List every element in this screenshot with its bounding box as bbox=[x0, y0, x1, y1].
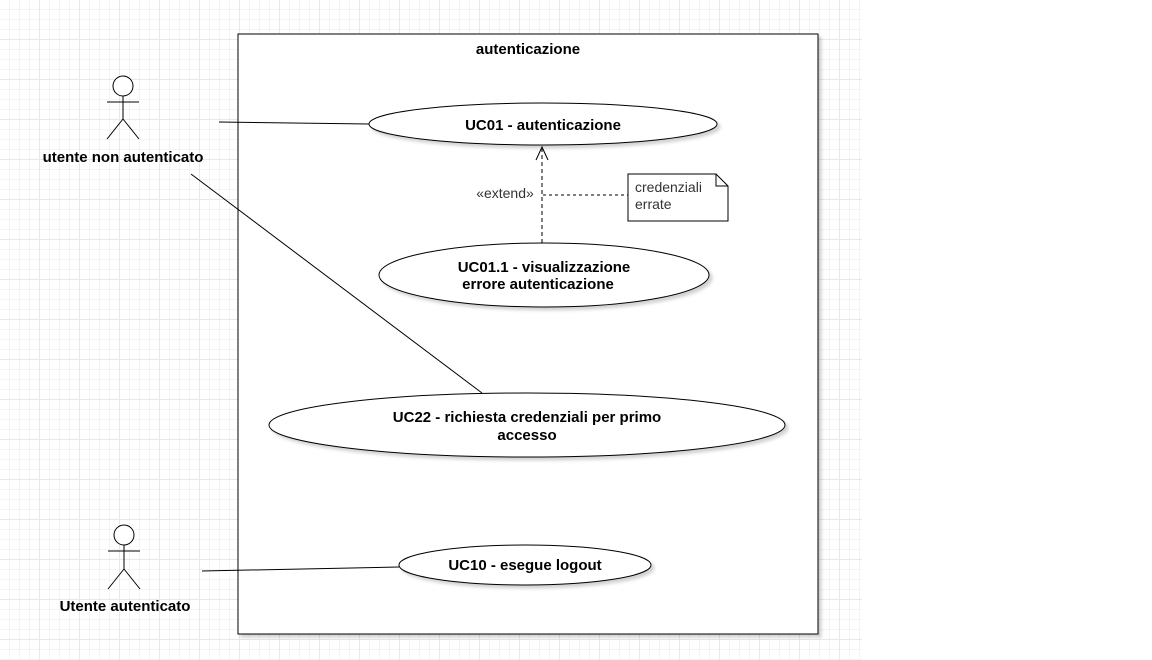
extend-relation[interactable]: «extend» bbox=[476, 145, 549, 243]
actor-utente-autenticato[interactable]: Utente autenticato bbox=[60, 524, 191, 615]
note-line-1: credenziali bbox=[635, 179, 702, 195]
actor-label-authenticated: Utente autenticato bbox=[60, 598, 191, 615]
arrowhead-icon bbox=[535, 145, 549, 161]
uc10-label: UC10 - esegue logout bbox=[448, 557, 601, 574]
uc22-label-line1: UC22 - richiesta credenziali per primo bbox=[393, 409, 661, 426]
association-actor-uc10[interactable] bbox=[201, 566, 400, 572]
use-case-uc01[interactable]: UC01 - autenticazione bbox=[368, 102, 718, 146]
association-actor-uc22[interactable] bbox=[190, 173, 483, 394]
uc01-1-label-line1: UC01.1 - visualizzazione bbox=[458, 259, 631, 276]
stick-figure-icon bbox=[107, 524, 141, 590]
uc01-label: UC01 - autenticazione bbox=[465, 117, 621, 134]
extend-label: «extend» bbox=[476, 185, 534, 201]
use-case-uc10[interactable]: UC10 - esegue logout bbox=[398, 544, 652, 586]
actor-label-unauthenticated: utente non autenticato bbox=[43, 149, 204, 166]
note-credenziali-errate[interactable]: credenziali errate bbox=[627, 173, 729, 222]
system-title: autenticazione bbox=[476, 41, 580, 58]
actor-utente-non-autenticato[interactable]: utente non autenticato bbox=[43, 75, 204, 166]
association-actor-uc01[interactable] bbox=[218, 121, 370, 125]
note-line-2: errate bbox=[635, 196, 672, 212]
uc22-label-line2: accesso bbox=[497, 427, 556, 444]
use-case-uc01-1[interactable]: UC01.1 - visualizzazione errore autentic… bbox=[378, 242, 710, 308]
use-case-uc22[interactable]: UC22 - richiesta credenziali per primo a… bbox=[268, 392, 786, 458]
uc01-1-label-line2: errore autenticazione bbox=[462, 276, 614, 293]
stick-figure-icon bbox=[106, 75, 140, 140]
